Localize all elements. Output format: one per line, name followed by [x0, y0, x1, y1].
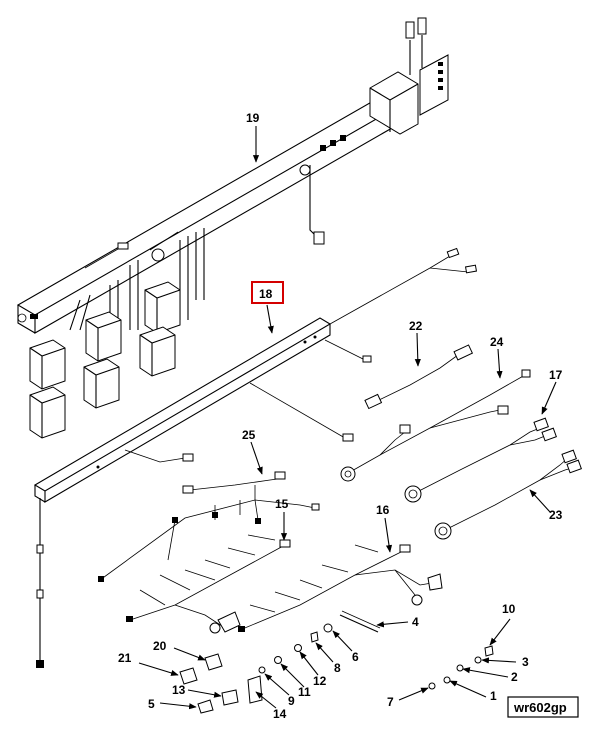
callout-10: 10: [502, 602, 516, 616]
lower-harness-rail-assembly: [33, 247, 478, 668]
callout-13: 13: [172, 683, 186, 697]
callout-12: 12: [313, 674, 327, 688]
callout-16: 16: [376, 503, 390, 517]
figure-id-label: wr602gp: [513, 700, 567, 715]
callout-5: 5: [148, 697, 155, 711]
callout-19: 19: [246, 111, 260, 125]
cable-item-24: [340, 369, 531, 482]
callout-17: 17: [549, 368, 563, 382]
harness-item-15: [126, 534, 291, 634]
upper-harness-rail-assembly: [16, 17, 449, 439]
small-hardware-parts: [179, 610, 494, 714]
callout-14: 14: [273, 707, 287, 721]
figure-id-box: wr602gp: [507, 696, 579, 718]
callout-21: 21: [118, 651, 132, 665]
harness-item-25: [98, 471, 320, 582]
callout-23: 23: [549, 508, 563, 522]
cable-item-22: [364, 344, 474, 410]
callout-labels: 19 18 22 24 17 23 25 15 16 4 6 8 12 11 9…: [118, 111, 563, 721]
callout-3: 3: [522, 655, 529, 669]
callout-20: 20: [153, 639, 167, 653]
cable-item-17: [404, 417, 557, 503]
callout-9: 9: [288, 694, 295, 708]
callout-25: 25: [242, 428, 256, 442]
callout-1: 1: [490, 689, 497, 703]
callout-8: 8: [334, 661, 341, 675]
callout-11: 11: [298, 685, 311, 699]
callout-4: 4: [412, 615, 419, 629]
cable-item-23: [434, 449, 582, 540]
callout-6: 6: [352, 650, 359, 664]
callout-leader-lines: [138, 126, 557, 710]
callout-18-highlight-box: [251, 281, 284, 304]
callout-22: 22: [409, 319, 423, 333]
harness-item-16: [238, 544, 443, 632]
callout-18: 18: [259, 287, 273, 301]
callout-2: 2: [511, 670, 518, 684]
callout-24: 24: [490, 335, 504, 349]
callout-7: 7: [387, 695, 394, 709]
callout-15: 15: [275, 497, 289, 511]
